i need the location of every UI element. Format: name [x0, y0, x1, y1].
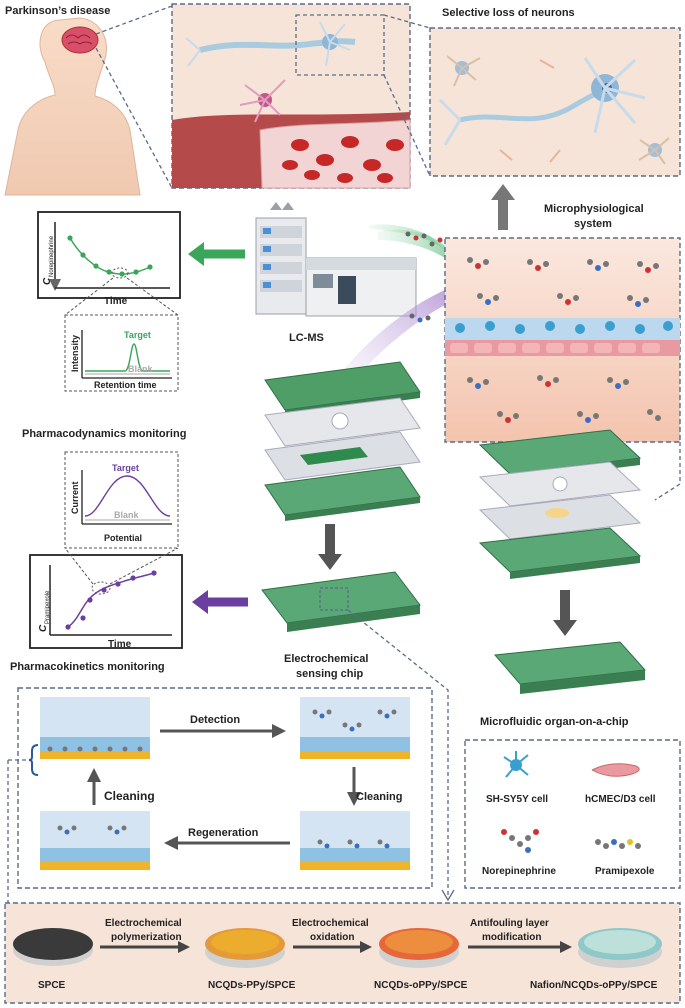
arrow-right-icon	[272, 724, 286, 738]
pk-target-label: Target	[112, 463, 139, 473]
sensing-chip-exploded	[264, 361, 421, 521]
purple-flow-beam	[345, 290, 445, 372]
pk-inset-x-label: Potential	[104, 533, 142, 543]
arrow-right-icon	[560, 941, 572, 953]
sensing-chip-label-2: sensing chip	[296, 668, 364, 680]
red-blood-cells	[282, 136, 404, 183]
step2-label-1: Electrochemical	[292, 918, 369, 929]
legend-norepinephrine: Norepinephrine	[482, 866, 556, 877]
step2-label-2: oxidation	[310, 932, 354, 943]
lcms-label: LC-MS	[289, 332, 324, 344]
mps-tissue-panel	[444, 237, 681, 443]
hcmec-cell-icon	[591, 763, 640, 777]
neuron-vessel-panel	[171, 3, 411, 189]
arrow-right-icon	[360, 941, 372, 953]
organ-chip-exploded	[478, 429, 642, 579]
electrode-4-label: Nafion/NCQDs-oPPy/SPCE	[530, 980, 658, 991]
floating-molecules	[405, 231, 443, 323]
electrode-ncqds-oppy-icon	[379, 928, 459, 968]
down-arrow-icon	[553, 620, 577, 636]
brain-icon	[61, 26, 99, 54]
mps-title-2: system	[574, 218, 612, 230]
step1-label-2: polymerization	[111, 932, 182, 943]
electrode-tile-1	[40, 697, 150, 759]
pk-chart: Time C Pramipexole	[29, 554, 183, 650]
electrode-2-label: NCQDs-PPy/SPCE	[208, 980, 296, 991]
green-arrow-icon	[188, 242, 204, 266]
pd-y-sub: Norepinephrine	[49, 235, 55, 277]
electrode-3-label: NCQDs-oPPy/SPCE	[374, 980, 468, 991]
pd-inset-chromatogram: Target Blank Retention time Intensity	[64, 314, 179, 392]
purple-arrow-icon	[192, 590, 208, 614]
pk-inset-voltammogram: Target Blank Potential Current	[64, 451, 179, 549]
legend-panel: SH-SY5Y cell hCMEC/D3 cell Norepinephrin…	[464, 739, 681, 889]
pk-inset-y-label: Current	[70, 481, 80, 514]
sensing-chip-label-1: Electrochemical	[284, 653, 368, 665]
organ-chip-assembled	[493, 641, 647, 694]
pramipexole-molecule-icon	[595, 839, 641, 849]
pd-target-label: Target	[124, 330, 151, 340]
bracket-icon	[28, 744, 39, 776]
legend-pramipexole: Pramipexole	[595, 866, 655, 877]
step1-label-1: Electrochemical	[105, 918, 182, 929]
electrode-nafion-icon	[578, 928, 662, 968]
pk-data-points	[65, 570, 157, 630]
norepinephrine-molecule-icon	[501, 829, 539, 853]
pd-inset-y-label: Intensity	[70, 335, 80, 372]
disease-title: Parkinson’s disease	[5, 5, 110, 17]
lcms-instrument-icon	[255, 202, 417, 317]
electrode-tile-2	[300, 697, 410, 759]
cycle-panel: Detection Cleaning Cleaning Regeneration	[17, 687, 433, 889]
arrow-up-icon	[87, 768, 101, 782]
electrode-spce-icon	[13, 928, 93, 966]
pd-section-title: Pharmacodynamics monitoring	[22, 428, 186, 440]
electrode-tile-4	[40, 811, 150, 870]
mps-title-1: Microphysiological	[544, 203, 644, 215]
pk-y-sub: Pramipexole	[45, 590, 51, 624]
human-body-icon	[4, 17, 141, 196]
electrode-tile-3	[300, 811, 410, 870]
pk-blank-label: Blank	[114, 510, 140, 520]
electrode-1-label: SPCE	[38, 980, 66, 991]
pd-data-points	[67, 235, 153, 277]
organ-chip-label: Microfluidic organ-on-a-chip	[480, 716, 629, 728]
electrode-ncqds-ppy-icon	[205, 928, 285, 968]
sh-sy5y-cell-icon	[503, 751, 529, 778]
pd-y-label: C	[42, 277, 53, 285]
neuron-loss-panel	[429, 27, 681, 177]
neuron-loss-title: Selective loss of neurons	[442, 7, 575, 19]
pk-y-label: C	[38, 624, 49, 632]
arrow-right-icon	[178, 941, 190, 953]
sensing-chip-assembled	[261, 571, 421, 632]
arrow-left-icon	[164, 836, 178, 850]
fabrication-panel: SPCE Electrochemical polymerization NCQD…	[4, 902, 681, 1004]
pd-chart: Time C Norepinephrine	[37, 211, 181, 307]
step3-label-1: Antifouling layer	[470, 918, 549, 929]
step3-label-2: modification	[482, 932, 541, 943]
detection-label: Detection	[190, 714, 240, 726]
cleaning-right-label: Cleaning	[356, 791, 402, 803]
down-arrow-icon	[318, 554, 342, 570]
pd-blank-label: Blank	[128, 364, 154, 374]
pd-inset-x-label: Retention time	[94, 380, 157, 390]
pk-x-label: Time	[108, 639, 132, 650]
pk-section-title: Pharmacokinetics monitoring	[10, 661, 165, 673]
legend-sh-sy5y: SH-SY5Y cell	[486, 794, 548, 805]
cleaning-left-label: Cleaning	[104, 789, 155, 803]
up-arrow-icon	[491, 184, 515, 200]
regeneration-label: Regeneration	[188, 827, 259, 839]
arrow-down-icon	[347, 792, 361, 806]
legend-hcmec: hCMEC/D3 cell	[585, 794, 656, 805]
pd-x-label: Time	[104, 296, 128, 307]
